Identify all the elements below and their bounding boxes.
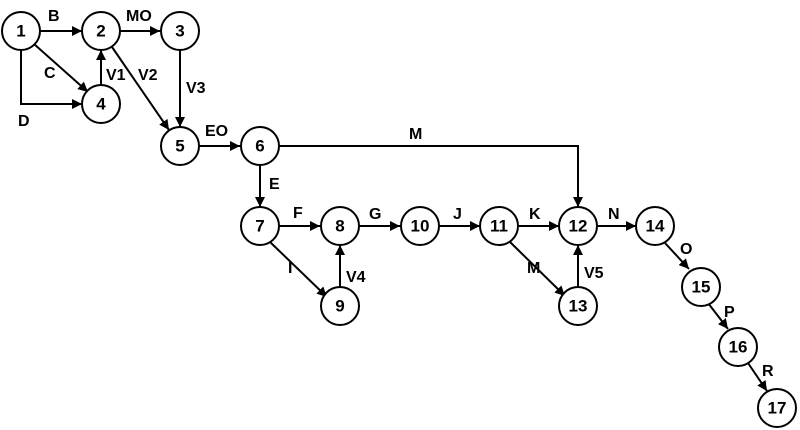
edge-16-17: R	[747, 362, 774, 392]
edge-line	[33, 43, 89, 93]
edge-7-8: F	[279, 205, 320, 231]
edge-label: V3	[186, 80, 206, 97]
edge-label: M	[527, 260, 540, 277]
node-16: 16	[718, 327, 758, 367]
edge-label: B	[48, 8, 60, 25]
edge-11-13: M	[509, 241, 566, 297]
node-4: 4	[81, 84, 121, 124]
edge-label: P	[724, 304, 735, 321]
edge-label: V1	[106, 67, 126, 84]
edge-11-12: K	[519, 206, 559, 231]
node-label: 6	[255, 137, 264, 156]
edge-label: D	[18, 113, 30, 130]
node-label: 8	[335, 217, 344, 236]
edge-14-15: O	[664, 241, 692, 270]
edge-6-7: E	[255, 165, 280, 207]
node-5: 5	[160, 126, 200, 166]
edge-line	[269, 241, 328, 298]
edge-label: V5	[584, 265, 604, 282]
edge-4-2: V1	[96, 50, 126, 85]
node-8: 8	[320, 206, 360, 246]
edge-5-6: EO	[199, 123, 240, 151]
node-3: 3	[160, 11, 200, 51]
edge-line	[747, 362, 768, 392]
node-14: 14	[635, 206, 675, 246]
edges-layer: B MO C D V1 V2 V3	[18, 8, 774, 392]
node-label: 7	[255, 217, 264, 236]
edge-12-14: N	[597, 206, 636, 231]
edge-1-2: B	[40, 8, 82, 36]
edge-10-11: J	[439, 206, 480, 231]
edge-13-12: V5	[573, 245, 604, 287]
edge-6-12: M	[279, 126, 583, 207]
edge-label: EO	[205, 123, 228, 140]
edge-3-5: V3	[175, 50, 206, 127]
edge-label: O	[680, 241, 692, 258]
edge-label: V4	[346, 269, 366, 286]
edge-label: J	[453, 206, 462, 223]
node-15: 15	[681, 267, 721, 307]
edge-line	[111, 46, 170, 131]
edge-label: R	[762, 363, 774, 380]
edge-label: MO	[126, 8, 152, 25]
node-label: 17	[768, 399, 787, 418]
edge-7-9: I	[269, 241, 328, 298]
node-1: 1	[1, 11, 41, 51]
node-label: 3	[175, 22, 184, 41]
edge-9-8: V4	[335, 245, 366, 287]
node-label: 5	[175, 137, 184, 156]
node-label: 2	[96, 22, 105, 41]
edge-line	[279, 145, 583, 207]
node-label: 15	[692, 278, 711, 297]
node-13: 13	[558, 286, 598, 326]
edge-label: I	[288, 260, 292, 277]
edge-2-3: MO	[120, 8, 160, 36]
node-label: 4	[96, 95, 106, 114]
edge-label: N	[608, 206, 620, 223]
nodes-layer: 1 2 3 4 5 6 7 8	[1, 11, 797, 428]
edge-line	[664, 242, 690, 270]
node-10: 10	[400, 206, 440, 246]
edge-label: M	[409, 126, 422, 143]
node-2: 2	[81, 11, 121, 51]
edge-line	[707, 302, 729, 330]
node-17: 17	[757, 388, 797, 428]
edge-2-5: V2	[111, 46, 170, 131]
node-7: 7	[240, 206, 280, 246]
node-label: 10	[411, 217, 430, 236]
node-label: 9	[335, 297, 344, 316]
edge-1-4-diagonal: C	[33, 43, 89, 93]
node-label: 16	[729, 338, 748, 357]
edge-label: V2	[138, 67, 158, 84]
node-6: 6	[240, 126, 280, 166]
node-label: 14	[646, 217, 665, 236]
edge-line	[509, 241, 566, 297]
edge-line	[20, 50, 82, 109]
node-label: 12	[569, 217, 588, 236]
edge-8-10: G	[359, 206, 400, 231]
node-9: 9	[320, 286, 360, 326]
node-label: 13	[569, 297, 588, 316]
edge-1-4-routed: D	[18, 50, 82, 130]
edge-label: K	[529, 206, 541, 223]
edge-label: G	[369, 206, 381, 223]
edge-15-16: P	[707, 302, 735, 330]
edge-label: F	[293, 205, 303, 222]
edge-label: E	[269, 176, 280, 193]
edge-label: C	[44, 65, 56, 82]
node-label: 1	[16, 22, 25, 41]
node-12: 12	[558, 206, 598, 246]
node-11: 11	[479, 206, 519, 246]
node-label: 11	[490, 217, 508, 236]
